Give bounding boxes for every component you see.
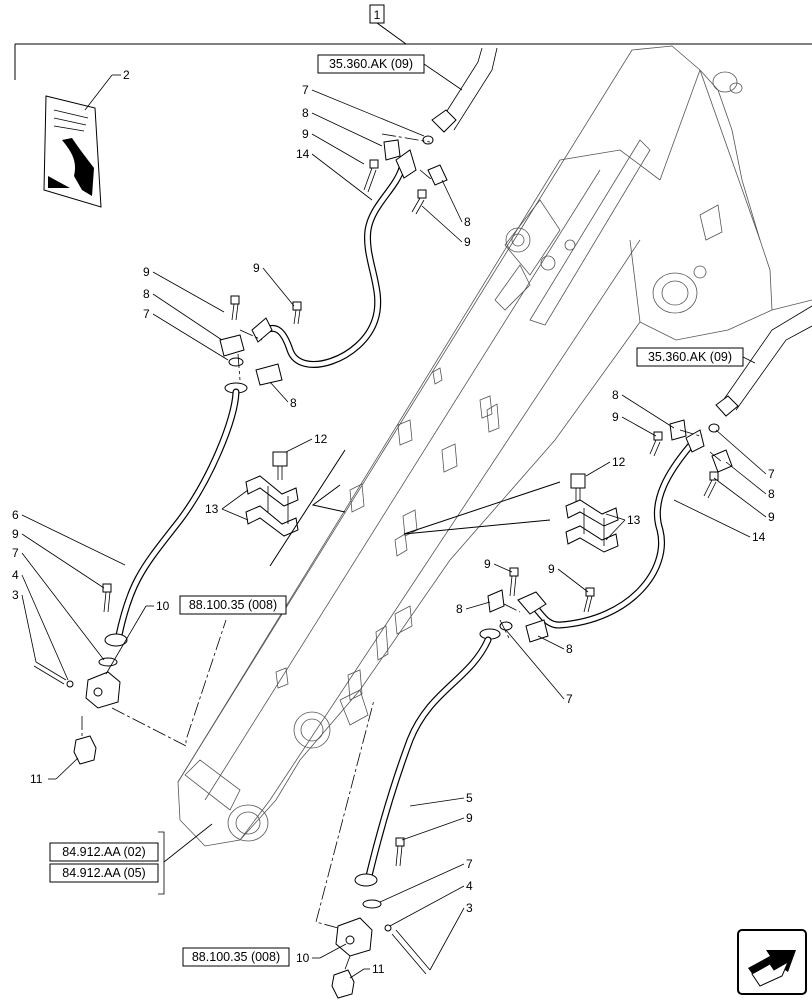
callout-9: 9 bbox=[612, 410, 619, 424]
callout-12: 12 bbox=[314, 432, 328, 446]
svg-text:88.100.35 (008): 88.100.35 (008) bbox=[192, 950, 280, 964]
callout-13: 13 bbox=[627, 513, 641, 527]
callout-8: 8 bbox=[302, 106, 309, 120]
clamp-group-right bbox=[403, 473, 619, 553]
callout-4: 4 bbox=[466, 879, 473, 893]
clamp-group-left bbox=[245, 449, 346, 567]
callout-9: 9 bbox=[143, 265, 150, 279]
callout-13: 13 bbox=[205, 502, 219, 516]
callout-9: 9 bbox=[466, 811, 473, 825]
callout-7: 7 bbox=[143, 307, 150, 321]
svg-text:84.912.AA (05): 84.912.AA (05) bbox=[62, 866, 145, 880]
callout-12: 12 bbox=[612, 455, 626, 469]
ref-fitting-left[interactable]: 88.100.35 (008) bbox=[179, 595, 287, 615]
callout-9: 9 bbox=[12, 527, 19, 541]
callout-7: 7 bbox=[12, 546, 19, 560]
callout-11: 11 bbox=[372, 962, 385, 976]
ref-hose-top-left[interactable]: 35.360.AK (09) bbox=[317, 54, 425, 74]
callout-14: 14 bbox=[296, 147, 310, 161]
hose-assembly-right bbox=[479, 305, 812, 643]
svg-text:35.360.AK (09): 35.360.AK (09) bbox=[648, 350, 732, 364]
ref-fitting-bottom[interactable]: 88.100.35 (008) bbox=[182, 947, 290, 967]
callout-9: 9 bbox=[548, 562, 555, 576]
ref-boom-b[interactable]: 84.912.AA (05) bbox=[49, 863, 159, 883]
hose-assembly-upper-left bbox=[219, 47, 498, 394]
callout-8: 8 bbox=[464, 215, 471, 229]
callout-8: 8 bbox=[143, 287, 150, 301]
callout-9: 9 bbox=[484, 557, 491, 571]
manual-book-icon bbox=[43, 95, 102, 208]
svg-text:88.100.35 (008): 88.100.35 (008) bbox=[189, 598, 277, 612]
callout-8: 8 bbox=[456, 602, 463, 616]
tube-6 bbox=[33, 388, 240, 765]
callout-3: 3 bbox=[12, 588, 19, 602]
callout-14: 14 bbox=[752, 530, 766, 544]
next-arrow-icon[interactable] bbox=[737, 929, 807, 995]
callout-8: 8 bbox=[290, 396, 297, 410]
callout-9: 9 bbox=[464, 235, 471, 249]
ref-boom-a[interactable]: 84.912.AA (02) bbox=[49, 842, 159, 862]
callout-5: 5 bbox=[466, 791, 473, 805]
callout-7: 7 bbox=[302, 83, 309, 97]
callout-3: 3 bbox=[466, 901, 473, 915]
callout-7: 7 bbox=[466, 857, 473, 871]
callout-10: 10 bbox=[296, 951, 310, 965]
callout-6: 6 bbox=[12, 508, 19, 522]
svg-text:35.360.AK (09): 35.360.AK (09) bbox=[329, 57, 413, 71]
callout-8: 8 bbox=[768, 487, 775, 501]
svg-text:84.912.AA (02): 84.912.AA (02) bbox=[62, 845, 145, 859]
assembly-bracket: 1 bbox=[14, 4, 812, 80]
callout-8: 8 bbox=[612, 388, 619, 402]
callout-7: 7 bbox=[768, 467, 775, 481]
boom-arm bbox=[177, 45, 812, 847]
callout-10: 10 bbox=[156, 599, 170, 613]
callout-8: 8 bbox=[566, 642, 573, 656]
callout-2: 2 bbox=[123, 68, 130, 82]
assembly-number: 1 bbox=[374, 8, 381, 22]
callout-9: 9 bbox=[302, 127, 309, 141]
ref-hose-right[interactable]: 35.360.AK (09) bbox=[636, 347, 744, 367]
callout-7: 7 bbox=[566, 692, 573, 706]
tube-5 bbox=[315, 636, 492, 999]
callout-11: 11 bbox=[30, 772, 43, 786]
callout-9: 9 bbox=[253, 261, 260, 275]
callout-4: 4 bbox=[12, 568, 19, 582]
callouts: 7 8 9 14 8 9 9 9 8 7 8 12 13 6 9 7 4 bbox=[12, 83, 775, 979]
callout-9: 9 bbox=[768, 510, 775, 524]
